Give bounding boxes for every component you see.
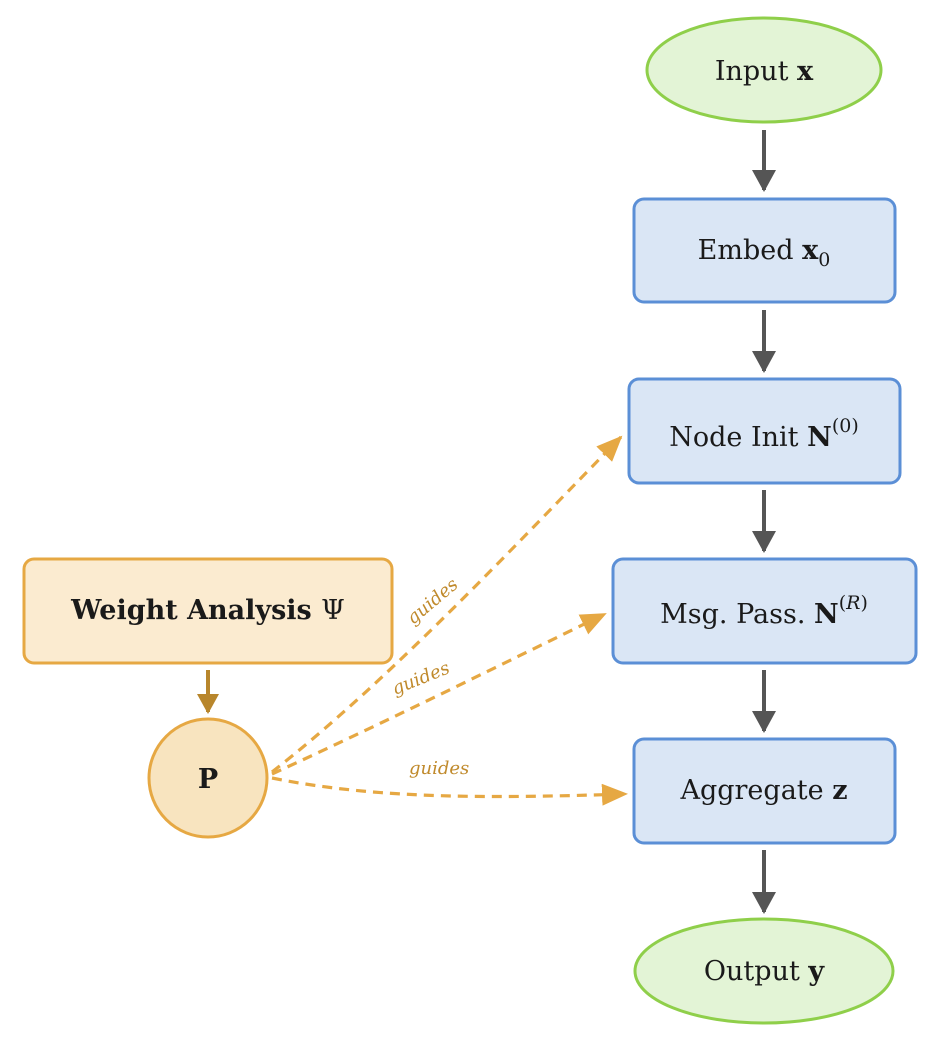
msg-pass-sup-close: ) [860,592,867,614]
weight-analysis-node: Weight Analysis Ψ [22,557,394,665]
embed-node: Embed x0 [632,197,897,304]
guide-arrow-nodeinit [271,435,623,774]
svg-text:Msg. Pass. N(R): Msg. Pass. N(R) [660,592,868,630]
aggregate-node: Aggregate z [632,737,897,845]
svg-text:Input x: Input x [715,56,814,87]
weight-analysis-label: Weight Analysis [70,595,321,626]
node-init-label: Node Init [669,422,807,453]
msg-pass-node: Msg. Pass. N(R) [611,557,918,665]
msg-pass-label: Msg. Pass. [660,599,814,630]
guide-label-1: guides [403,574,463,629]
embed-math: x [802,235,819,266]
embed-subscript: 0 [818,249,830,271]
svg-text:Node Init N(0): Node Init N(0) [669,415,858,453]
node-init-node: Node Init N(0) [627,377,902,485]
input-label: Input [715,56,797,87]
msg-pass-sup-open: ( [839,592,846,614]
svg-text:Output y: Output y [704,956,825,987]
msg-pass-sup-var: R [845,592,860,614]
aggregate-label: Aggregate [679,775,832,806]
output-math: y [807,956,825,987]
input-node: Input x [645,16,883,124]
guide-label-3: guides [409,758,469,779]
weight-analysis-math: Ψ [321,595,345,626]
node-init-math: N [807,422,832,453]
p-node: P [147,717,269,839]
aggregate-math: z [832,775,847,806]
guide-arrow-aggregate [271,776,628,806]
p-label: P [198,764,218,795]
svg-text:Aggregate z: Aggregate z [679,775,847,806]
guide-arrows [271,435,628,806]
output-node: Output y [633,917,895,1025]
svg-text:Embed x0: Embed x0 [698,235,831,271]
output-label: Output [704,956,808,987]
embed-label: Embed [698,235,802,266]
msg-pass-math: N [814,599,839,630]
svg-text:Weight Analysis Ψ: Weight Analysis Ψ [70,595,345,626]
input-math: x [797,56,814,87]
node-init-superscript: (0) [832,415,859,437]
guide-arrow-msgpass [271,612,607,776]
